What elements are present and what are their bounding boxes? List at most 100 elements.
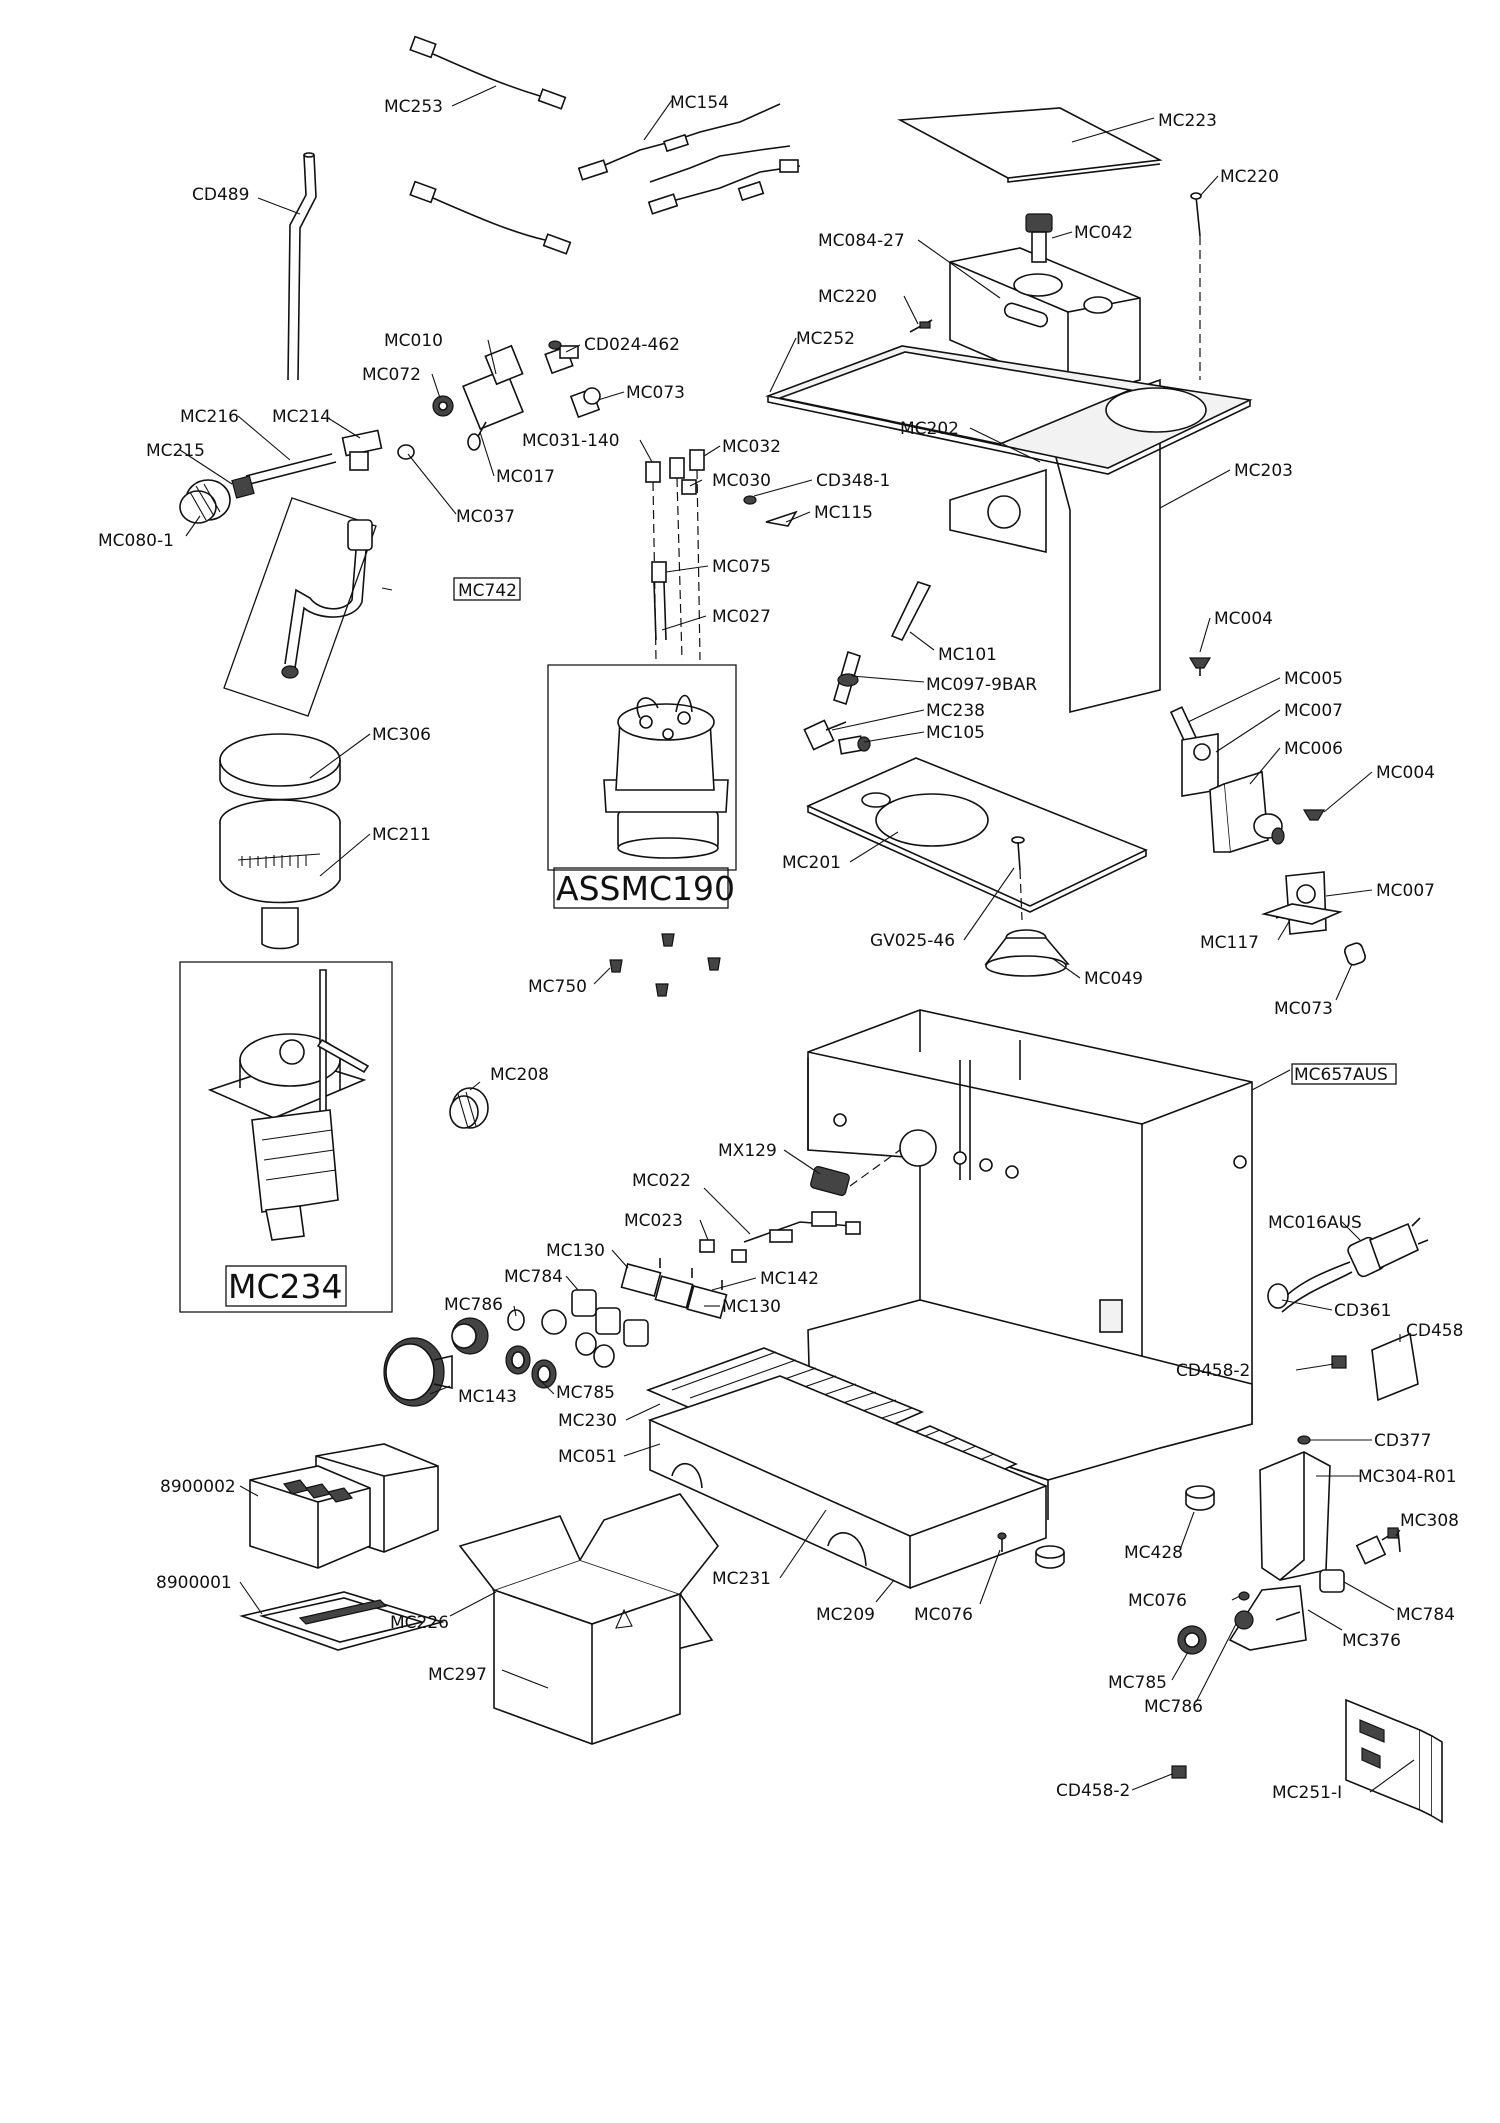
label-mc230: MC230: [558, 1411, 617, 1431]
label-mc786-b: MC786: [1144, 1697, 1203, 1717]
part-mc238-elbow: [803, 719, 847, 751]
label-mc032: MC032: [722, 437, 781, 457]
part-boiler: [603, 694, 729, 859]
label-mx129: MX129: [718, 1141, 777, 1161]
label-mc238: MC238: [926, 701, 985, 721]
label-cd458: CD458: [1406, 1321, 1463, 1341]
label-mc080-1: MC080-1: [98, 531, 174, 551]
part-mc049-mount: [984, 929, 1070, 977]
label-mc216: MC216: [180, 407, 239, 427]
label-mc031-140: MC031-140: [522, 431, 620, 451]
label-mc075: MC075: [712, 557, 771, 577]
label-mc297: MC297: [428, 1665, 487, 1685]
label-mc007-a: MC007: [1284, 701, 1343, 721]
label-mc306: MC306: [372, 725, 431, 745]
part-mc306-lid: [219, 733, 341, 801]
part-mc297-box: [493, 1588, 681, 1745]
part-mc214-tee: [341, 429, 415, 471]
part-mc006-switch: [1209, 770, 1285, 854]
part-mc097-valve: [833, 650, 861, 706]
part-gv025-screw: [1011, 836, 1025, 921]
frame-mc234: [179, 961, 393, 1313]
label-mc784-a: MC784: [504, 1267, 563, 1287]
label-cd348-1: CD348-1: [816, 471, 890, 491]
label-assmc190: ASSMC190: [556, 869, 735, 908]
part-mc304-bracket: [1259, 1451, 1331, 1581]
part-mc101-rod: [890, 581, 932, 642]
part-cd024-fitting: [544, 340, 579, 375]
label-mc105: MC105: [926, 723, 985, 743]
part-mc308-valve: [1355, 1527, 1401, 1565]
label-mc742-box: [453, 577, 521, 601]
part-mc105-fitting: [838, 735, 871, 755]
label-mc101: MC101: [938, 645, 997, 665]
label-mc786-a: MC786: [444, 1295, 503, 1315]
label-mc214: MC214: [272, 407, 331, 427]
part-mc216-shaft: [245, 453, 337, 485]
part-cd458-2-sticker-b: [1171, 1765, 1187, 1779]
label-mc201: MC201: [782, 853, 841, 873]
label-mc234-box: [225, 1265, 347, 1307]
label-mc004-b: MC004: [1376, 763, 1435, 783]
label-8900001: 8900001: [156, 1573, 232, 1593]
label-mc117: MC117: [1200, 933, 1259, 953]
part-8900002-boxes: [249, 1443, 439, 1569]
label-mc097-9bar: MC097-9BAR: [926, 675, 1037, 695]
label-mc143: MC143: [458, 1387, 517, 1407]
part-mc785-rings: [505, 1345, 557, 1389]
label-mc073-a: MC073: [626, 383, 685, 403]
label-mc076-b: MC076: [914, 1605, 973, 1625]
label-8900002: 8900002: [160, 1477, 236, 1497]
part-mc428-foot-b: [1035, 1545, 1065, 1569]
label-mc209: MC209: [816, 1605, 875, 1625]
part-mc201-plate: [806, 757, 1148, 913]
part-mc022-harness: [743, 1211, 861, 1243]
label-mc251-i: MC251-I: [1272, 1783, 1342, 1803]
part-mc252-mc202-tray: [765, 345, 1253, 475]
part-mc215-nut: [231, 475, 255, 499]
part-mc376-lever: [1228, 1585, 1307, 1651]
part-mc031-terminals: [645, 449, 705, 661]
label-cd361: CD361: [1334, 1301, 1391, 1321]
part-mc007-bracket-a: [1181, 733, 1219, 797]
label-mc784-b: MC784: [1396, 1605, 1455, 1625]
part-mc073-elbow: [569, 387, 601, 419]
label-mc042: MC042: [1074, 223, 1133, 243]
label-assmc190-box: [553, 867, 729, 909]
label-mc304-r01: MC304-R01: [1358, 1467, 1457, 1487]
part-mc154-harness: [577, 103, 801, 215]
label-mc220-a: MC220: [1220, 167, 1279, 187]
label-cd489: CD489: [192, 185, 249, 205]
part-mc084-reservoir: [949, 247, 1141, 397]
label-mc017: MC017: [496, 467, 555, 487]
part-mc004-screw-a: [1188, 657, 1212, 676]
part-mc007-bracket-b: [1261, 871, 1343, 935]
part-mx129-switch: [810, 1149, 901, 1196]
label-mc657aus-box: [1291, 1063, 1397, 1085]
label-mc022: MC022: [632, 1171, 691, 1191]
part-mc784-cover-b: [1319, 1569, 1345, 1593]
label-mc016aus: MC016AUS: [1268, 1213, 1362, 1233]
frame-assmc190: [547, 664, 737, 871]
part-mc208-knob: [449, 1087, 489, 1129]
part-labels: MC253 MC154 MC223 MC220 CD489 MC042 MC08…: [98, 93, 1463, 1803]
label-mc142: MC142: [760, 1269, 819, 1289]
label-mc252: MC252: [796, 329, 855, 349]
part-mc253-cable: [409, 35, 567, 110]
part-mc742-wand: [281, 519, 373, 679]
part-mc143-gauge: [383, 1337, 453, 1407]
part-mc785-ring-b: [1177, 1625, 1207, 1655]
label-mc211: MC211: [372, 825, 431, 845]
part-mc251-manual: [1345, 1698, 1443, 1824]
part-grinder: [207, 969, 370, 1241]
part-mc072-nut: [432, 395, 454, 417]
label-mc750: MC750: [528, 977, 587, 997]
label-mc308: MC308: [1400, 1511, 1459, 1531]
part-cable-2: [409, 180, 572, 255]
part-mc051-mc209-tray: [647, 1375, 1049, 1590]
part-cd489-wand: [287, 152, 317, 381]
part-mc010-valve: [462, 344, 524, 451]
label-mc785-b: MC785: [1108, 1673, 1167, 1693]
label-mc154: MC154: [670, 93, 729, 113]
